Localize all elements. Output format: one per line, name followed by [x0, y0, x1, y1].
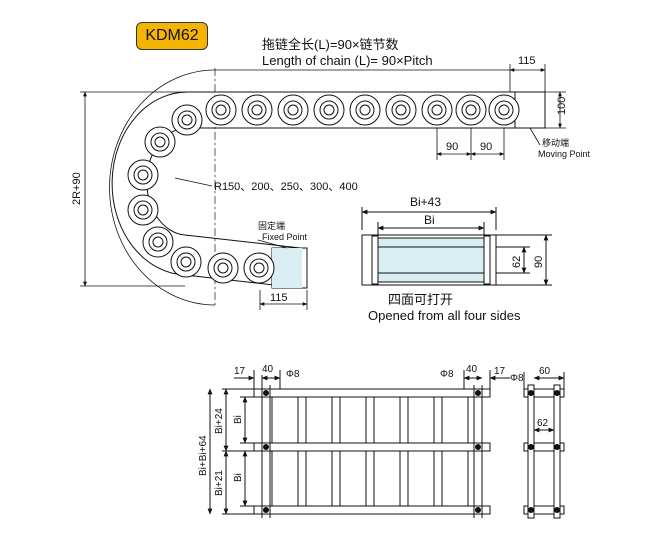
plan-dim-40-right: 40 — [466, 364, 478, 375]
side-view-rollers — [127, 94, 520, 284]
moving-end-bracket — [514, 91, 546, 129]
roller-bend-2 — [127, 159, 159, 191]
plan-dim-bi21: Bi+21 — [214, 470, 225, 496]
bend-radii: R150、200、250、300、400 — [214, 181, 358, 193]
model-badge: KDM62 — [136, 22, 208, 50]
roller-top-4 — [277, 94, 309, 126]
dim-outer-height: 90 — [533, 256, 545, 268]
plan-dim-bi64: Bi+Bi+64 — [198, 435, 209, 476]
caption-cn: 四面可打开 — [388, 292, 453, 307]
moving-point-en: Moving Point — [538, 149, 591, 159]
plan-dim-bi-top: Bi — [233, 415, 244, 424]
cross-section — [361, 207, 552, 286]
roller-top-9 — [455, 94, 487, 126]
plan-dim-bi-bottom: Bi — [233, 473, 244, 482]
roller-top-8 — [421, 94, 453, 126]
end-dim-60: 60 — [539, 366, 551, 377]
title-en: Length of chain (L)= 90×Pitch — [262, 53, 433, 68]
fixed-point-cn: 固定端 — [258, 220, 285, 231]
plan-view — [207, 370, 510, 518]
roller-top-1 — [171, 104, 203, 136]
plan-phi-left: Φ8 — [286, 369, 300, 380]
dim-outer-width: Bi+43 — [410, 195, 441, 209]
end-view — [523, 372, 565, 519]
roller-bend-1 — [144, 126, 176, 158]
roller-top-6 — [349, 94, 381, 126]
end-dim-62: 62 — [537, 418, 549, 429]
roller-top-7 — [385, 94, 417, 126]
dim-end-top: 115 — [518, 55, 536, 67]
dim-bend: 2R+90 — [71, 172, 83, 205]
caption-en: Opened from all four sides — [368, 308, 521, 323]
plan-dim-17-left: 17 — [234, 366, 246, 377]
plan-phi-right: Φ8 — [440, 369, 454, 380]
title-cn: 拖链全长(L)=90×链节数 — [262, 37, 399, 52]
dim-pitch-1: 90 — [446, 141, 458, 153]
roller-top-2 — [205, 94, 237, 126]
roller-bend-3 — [127, 194, 159, 226]
fixed-point-en: Fixed Point — [262, 232, 308, 242]
plan-dim-40-left: 40 — [262, 364, 274, 375]
dim-height: 100 — [556, 97, 568, 115]
roller-top-3 — [241, 94, 273, 126]
end-phi: Φ8 — [510, 373, 524, 384]
roller-bend-4 — [142, 226, 174, 258]
roller-top-5 — [313, 94, 345, 126]
plan-dim-bi24: Bi+24 — [214, 408, 225, 434]
dim-pitch-2: 90 — [480, 141, 492, 153]
dim-end-bottom: 115 — [270, 292, 288, 304]
bend-radius-arc — [109, 69, 216, 306]
plan-dim-17-right: 17 — [494, 366, 506, 377]
side-view-dimensions — [80, 64, 566, 310]
dim-inner-width: Bi — [424, 213, 435, 227]
roller-bottom-1 — [170, 246, 202, 278]
moving-point-cn: 移动端 — [542, 137, 569, 148]
roller-bottom-3 — [243, 252, 275, 284]
dim-inner-height: 62 — [511, 256, 523, 268]
roller-top-10 — [488, 94, 520, 126]
roller-bottom-2 — [207, 252, 239, 284]
